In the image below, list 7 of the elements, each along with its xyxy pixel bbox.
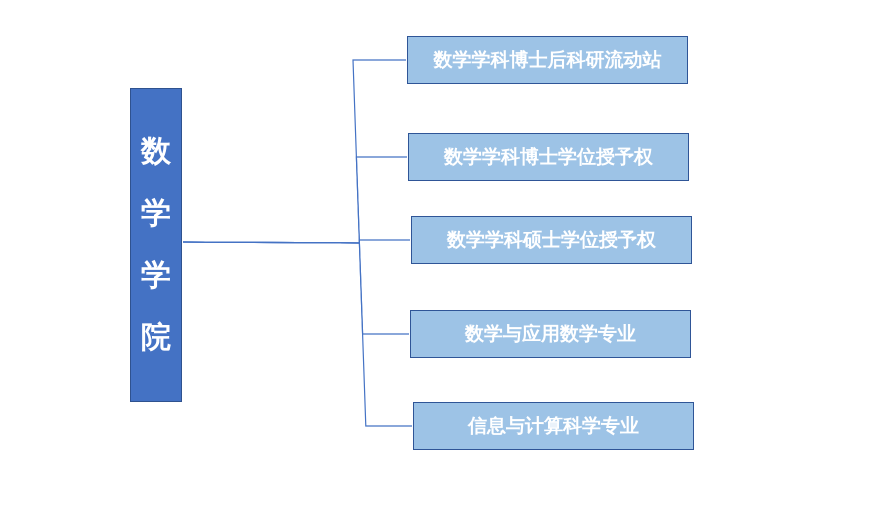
title-box: 数学学院: [130, 88, 182, 402]
item-box: 数学学科硕士学位授予权: [411, 216, 692, 264]
item-box: 数学学科博士学位授予权: [408, 133, 689, 181]
item-box: 数学与应用数学专业: [410, 310, 691, 358]
connector-line: [183, 241, 412, 427]
item-box: 信息与计算科学专业: [413, 402, 694, 450]
item-box: 数学学科博士后科研流动站: [407, 36, 688, 84]
